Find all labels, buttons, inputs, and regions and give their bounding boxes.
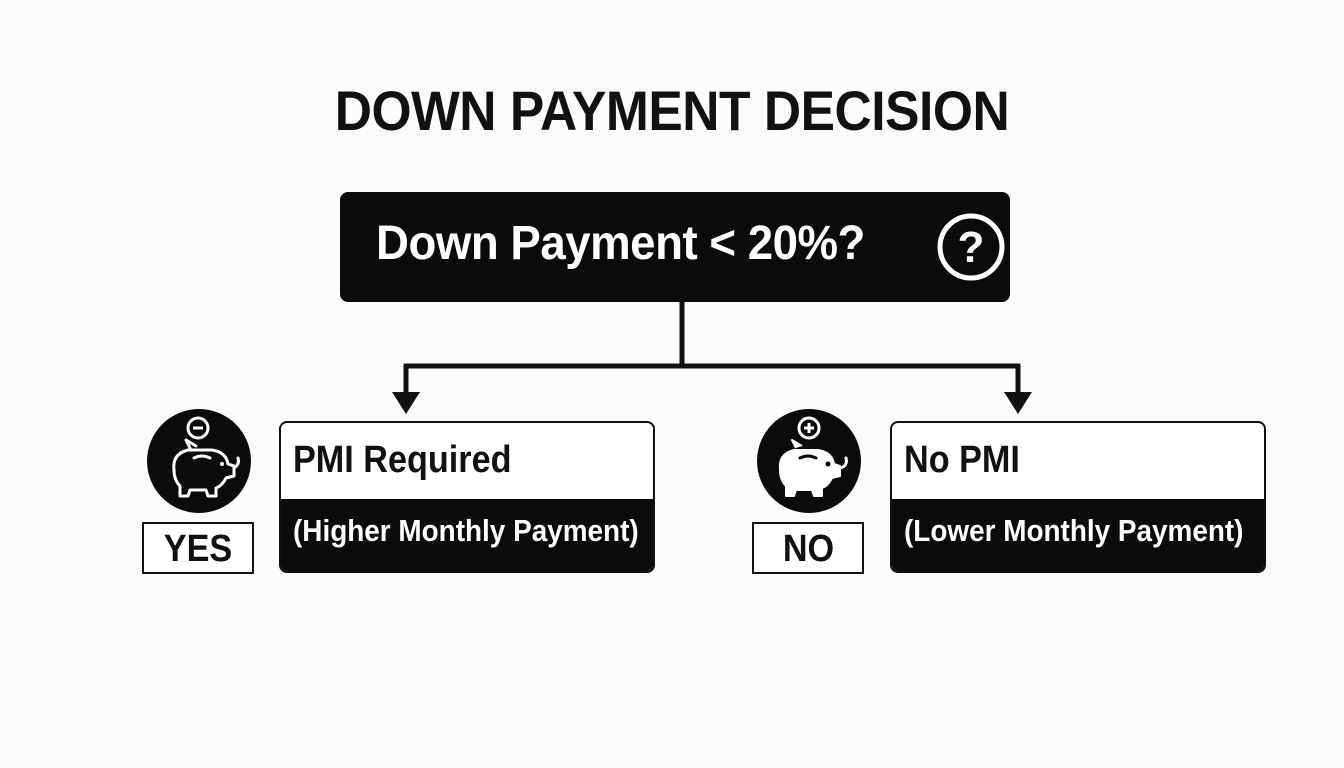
result-no-pmi: No PMI (Lower Monthly Payment) xyxy=(890,421,1266,573)
decision-node: Down Payment < 20%? ? xyxy=(340,192,1010,302)
diagram-title: DOWN PAYMENT DECISION xyxy=(334,79,1010,142)
svg-text:?: ? xyxy=(958,223,985,272)
result-title: No PMI xyxy=(904,439,1020,481)
left-arrowhead xyxy=(392,392,420,414)
yes-label: YES xyxy=(142,522,254,574)
result-subtitle: (Higher Monthly Payment) xyxy=(293,513,639,548)
result-subtitle: (Lower Monthly Payment) xyxy=(904,513,1244,548)
piggy-bank-plus-icon xyxy=(757,409,861,513)
decision-question: Down Payment < 20%? xyxy=(376,217,865,270)
piggy-bank-minus-icon xyxy=(147,409,251,513)
result-title: PMI Required xyxy=(293,439,512,481)
result-band: (Higher Monthly Payment) xyxy=(281,499,653,571)
result-band: (Lower Monthly Payment) xyxy=(892,499,1264,571)
result-pmi-required: PMI Required (Higher Monthly Payment) xyxy=(279,421,655,573)
no-label: NO xyxy=(752,522,864,574)
right-arrowhead xyxy=(1004,392,1032,414)
question-circle-icon: ? xyxy=(937,213,1005,281)
